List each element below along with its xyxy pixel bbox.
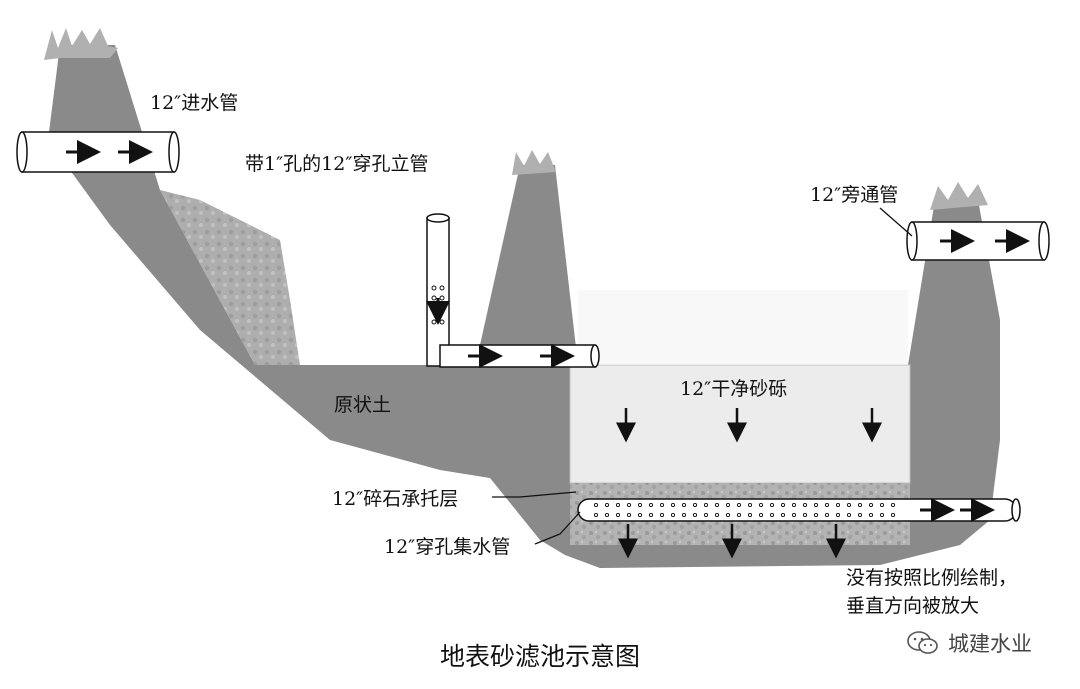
- label-bypass-pipe: 12″旁通管: [810, 184, 898, 206]
- label-clean-sand: 12″干净砂砾: [680, 378, 787, 400]
- label-riser-pipe: 带1″孔的12″穿孔立管: [245, 153, 428, 175]
- watermark: 城建水业: [906, 628, 1032, 658]
- leader-bypass-pipe: [880, 208, 912, 236]
- scale-note-line-1: 没有按照比例绘制，: [846, 565, 1017, 592]
- watermark-text: 城建水业: [948, 628, 1032, 658]
- label-native-soil: 原状土: [334, 394, 391, 416]
- collection-pipe: [578, 499, 1020, 521]
- riser-pipe: [427, 214, 449, 366]
- label-gravel-layer: 12″碎石承托层: [332, 488, 458, 510]
- wechat-icon: [906, 629, 940, 657]
- label-inlet-pipe: 12″进水管: [150, 92, 238, 114]
- distribution-pipe: [440, 345, 599, 367]
- grass-tuft-middle: [512, 150, 556, 175]
- ponding-zone: [578, 290, 908, 365]
- label-collection-pipe: 12″穿孔集水管: [384, 536, 510, 558]
- grass-tuft-right: [930, 182, 988, 210]
- grass-tuft-left: [44, 28, 118, 60]
- scale-note-line-2: 垂直方向被放大: [846, 593, 979, 620]
- bypass-pipe: [907, 222, 1049, 260]
